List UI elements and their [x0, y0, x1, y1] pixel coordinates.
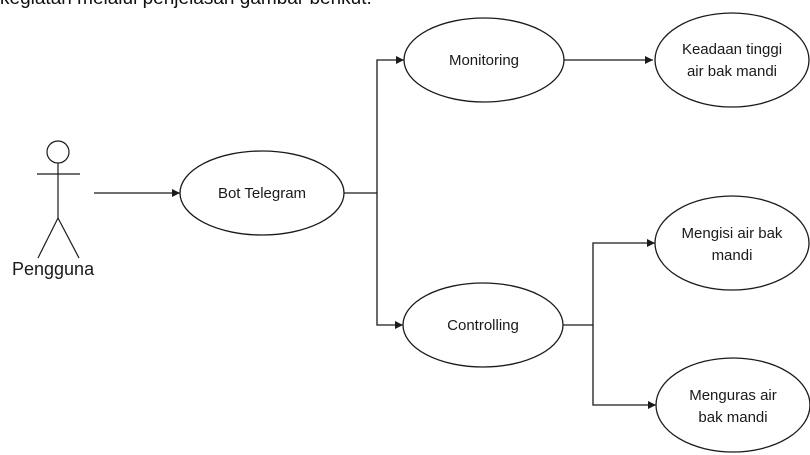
- usecase-mengisi-line-2: mandi: [712, 247, 753, 264]
- usecase-bot-telegram: Bot Telegram: [179, 150, 345, 236]
- arrow-controlling-to-mengisi: [592, 239, 655, 325]
- actor-figure: [37, 140, 80, 259]
- usecase-menguras-air: Menguras air bak mandi: [655, 357, 810, 453]
- usecase-keadaan-tinggi: Keadaan tinggi air bak mandi: [654, 12, 810, 108]
- usecase-keadaan-line-1: Keadaan tinggi: [682, 41, 782, 58]
- actor-left-leg: [37, 217, 59, 259]
- usecase-monitoring-label: Monitoring: [449, 52, 519, 69]
- actor-head: [46, 140, 70, 164]
- usecase-mengisi-line-1: Mengisi air bak: [682, 225, 783, 242]
- usecase-controlling-label: Controlling: [447, 317, 519, 334]
- usecase-mengisi-air: Mengisi air bak mandi: [654, 195, 810, 291]
- usecase-menguras-line-2: bak mandi: [698, 409, 767, 426]
- usecase-monitoring: Monitoring: [403, 17, 565, 103]
- arrow-controlling-to-menguras: [592, 325, 656, 409]
- arrow-bot-to-controlling: [376, 193, 403, 329]
- usecase-bot-telegram-label: Bot Telegram: [218, 185, 306, 202]
- usecase-controlling: Controlling: [402, 282, 564, 368]
- usecase-keadaan-line-2: air bak mandi: [687, 63, 777, 80]
- header-text: kegiatan melalui penjelasan gambar berik…: [0, 0, 372, 10]
- actor-label: Pengguna: [12, 259, 95, 279]
- arrow-bot-to-monitoring: [376, 56, 404, 193]
- usecase-menguras-line-1: Menguras air: [689, 387, 777, 404]
- actor-right-leg: [57, 217, 80, 259]
